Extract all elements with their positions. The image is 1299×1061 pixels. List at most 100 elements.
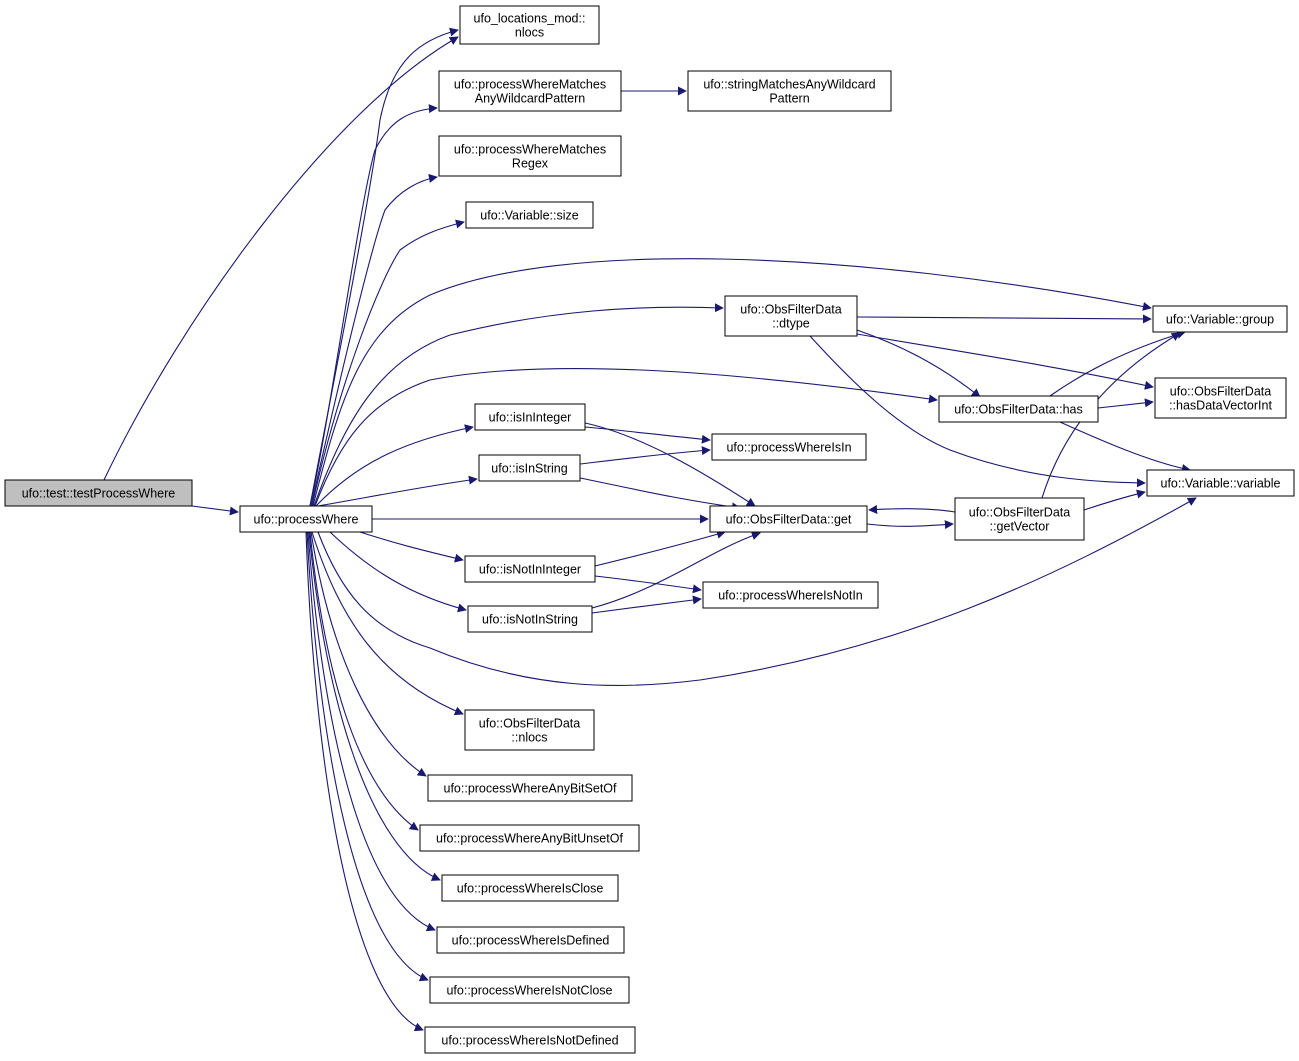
edge-has-to-vgroup bbox=[1049, 330, 1186, 397]
node-pwisin[interactable]: ufo::processWhereIsIn bbox=[711, 433, 867, 461]
node-box bbox=[424, 1026, 636, 1054]
node-layer: ufo::test::testProcessWhereufo::processW… bbox=[4, 5, 1295, 1054]
node-nlocs-mod[interactable]: ufo_locations_mod::nlocs bbox=[459, 5, 600, 45]
node-box bbox=[938, 395, 1099, 423]
edge-pw-to-pwid bbox=[307, 531, 436, 932]
node-getvec[interactable]: ufo::ObsFilterData::getVector bbox=[954, 497, 1085, 541]
node-isinstr[interactable]: ufo::isInString bbox=[478, 454, 581, 482]
node-box bbox=[1152, 305, 1288, 333]
node-box bbox=[239, 505, 373, 533]
node-label: ufo::isNotInString bbox=[482, 613, 578, 627]
node-label: ufo::processWhereMatches bbox=[454, 78, 606, 92]
node-label: ufo::processWhereIsClose bbox=[457, 882, 604, 896]
node-label: ufo::Variable::group bbox=[1166, 313, 1274, 327]
node-label: ufo::processWhereIsIn bbox=[726, 441, 851, 455]
node-test[interactable]: ufo::test::testProcessWhere bbox=[4, 479, 193, 507]
node-box bbox=[474, 403, 586, 431]
node-label: ::dtype bbox=[772, 317, 810, 331]
node-box bbox=[465, 201, 594, 229]
node-has[interactable]: ufo::ObsFilterData::has bbox=[938, 395, 1099, 423]
node-dtype[interactable]: ufo::ObsFilterData::dtype bbox=[724, 295, 858, 337]
edge-pw-to-isnotinstr bbox=[329, 531, 467, 613]
node-isnotinstr[interactable]: ufo::isNotInString bbox=[467, 605, 593, 633]
node-box bbox=[441, 874, 619, 902]
edge-pw-to-ofdnlocs bbox=[311, 531, 464, 716]
node-label: ufo::ObsFilterData::has bbox=[954, 403, 1083, 417]
edge-isnotinstr-to-pwisnotin bbox=[591, 595, 702, 614]
node-label: ufo::ObsFilterData bbox=[969, 506, 1070, 520]
edge-dtype-to-has bbox=[856, 329, 981, 398]
edge-getvec-to-vvar bbox=[1083, 489, 1146, 511]
node-label: ufo::isInInteger bbox=[489, 411, 572, 425]
node-label: ufo::processWhereIsNotClose bbox=[446, 984, 612, 998]
edge-pw-to-isnotinint bbox=[359, 531, 464, 563]
edge-pw-to-has bbox=[314, 368, 938, 507]
node-pw[interactable]: ufo::processWhere bbox=[239, 505, 373, 533]
edge-pw-to-pwind bbox=[305, 531, 424, 1032]
edge-pw-to-pwabuo bbox=[309, 531, 419, 831]
node-label: ufo::isNotInInteger bbox=[479, 563, 581, 577]
node-label: ufo::isInString bbox=[491, 462, 567, 476]
edge-pw-to-vsize bbox=[311, 219, 465, 507]
node-label: ufo::stringMatchesAnyWildcard bbox=[703, 78, 875, 92]
node-vvar[interactable]: ufo::Variable::variable bbox=[1146, 469, 1295, 497]
node-label: ufo::processWhereMatches bbox=[454, 143, 606, 157]
node-label: ufo::ObsFilterData bbox=[740, 303, 841, 317]
node-pwinc[interactable]: ufo::processWhereIsNotClose bbox=[429, 976, 630, 1004]
node-box bbox=[464, 709, 595, 751]
node-vgroup[interactable]: ufo::Variable::group bbox=[1152, 305, 1288, 333]
node-box bbox=[438, 135, 622, 177]
edge-pw-to-isinint bbox=[315, 424, 474, 507]
node-pwabuo[interactable]: ufo::processWhereAnyBitUnsetOf bbox=[419, 824, 640, 852]
node-label: ufo::ObsFilterData bbox=[1170, 385, 1271, 399]
edge-pw-to-pwinc bbox=[306, 531, 429, 982]
edge-isinint-to-pwisin bbox=[584, 426, 711, 444]
node-hdvi[interactable]: ufo::ObsFilterData::hasDataVectorInt bbox=[1154, 377, 1287, 419]
node-pwmawp[interactable]: ufo::processWhereMatchesAnyWildcardPatte… bbox=[438, 70, 622, 112]
edge-isnotinstr-to-get bbox=[591, 531, 761, 609]
node-box bbox=[436, 926, 625, 954]
node-box bbox=[429, 976, 630, 1004]
edge-isnotinint-to-get bbox=[594, 529, 726, 567]
node-label: ufo::processWhere bbox=[254, 513, 359, 527]
edge-dtype-to-vgroup bbox=[856, 314, 1152, 324]
edge-pw-to-vgroup bbox=[312, 258, 1152, 507]
node-ofdnlocs[interactable]: ufo::ObsFilterData::nlocs bbox=[464, 709, 595, 751]
node-label: ufo::Variable::size bbox=[480, 209, 578, 223]
node-isnotinint[interactable]: ufo::isNotInInteger bbox=[464, 555, 596, 583]
node-pwid[interactable]: ufo::processWhereIsDefined bbox=[436, 926, 625, 954]
node-label: Regex bbox=[512, 157, 549, 171]
edge-pw-to-pwmawp bbox=[309, 104, 438, 507]
edge-isinint-to-get bbox=[584, 422, 756, 507]
edge-pw-to-isinstr bbox=[317, 475, 478, 507]
node-label: AnyWildcardPattern bbox=[475, 92, 586, 106]
node-pwisnotin[interactable]: ufo::processWhereIsNotIn bbox=[702, 581, 879, 609]
edge-pw-to-pwmr bbox=[310, 173, 438, 507]
node-box bbox=[464, 555, 596, 583]
edge-pw-to-pwic bbox=[308, 531, 441, 881]
node-box bbox=[478, 454, 581, 482]
edge-pw-to-pwabso bbox=[310, 531, 427, 777]
node-pwind[interactable]: ufo::processWhereIsNotDefined bbox=[424, 1026, 636, 1054]
node-label: ufo_locations_mod:: bbox=[474, 12, 586, 26]
node-get[interactable]: ufo::ObsFilterData::get bbox=[709, 505, 868, 533]
node-vsize[interactable]: ufo::Variable::size bbox=[465, 201, 594, 229]
node-box bbox=[711, 433, 867, 461]
node-pwabso[interactable]: ufo::processWhereAnyBitSetOf bbox=[427, 774, 633, 802]
node-box bbox=[419, 824, 640, 852]
node-label: ufo::ObsFilterData::get bbox=[726, 513, 852, 527]
node-box bbox=[724, 295, 858, 337]
edge-get-to-getvec bbox=[866, 520, 954, 530]
node-isinint[interactable]: ufo::isInInteger bbox=[474, 403, 586, 431]
node-pwic[interactable]: ufo::processWhereIsClose bbox=[441, 874, 619, 902]
node-label: ::nlocs bbox=[511, 731, 547, 745]
node-box bbox=[709, 505, 868, 533]
edge-has-to-hdvi bbox=[1097, 398, 1154, 409]
node-label: ufo::processWhereAnyBitUnsetOf bbox=[436, 832, 623, 846]
node-box bbox=[467, 605, 593, 633]
edge-pw-to-dtype bbox=[313, 303, 724, 507]
node-label: ::getVector bbox=[990, 520, 1050, 534]
